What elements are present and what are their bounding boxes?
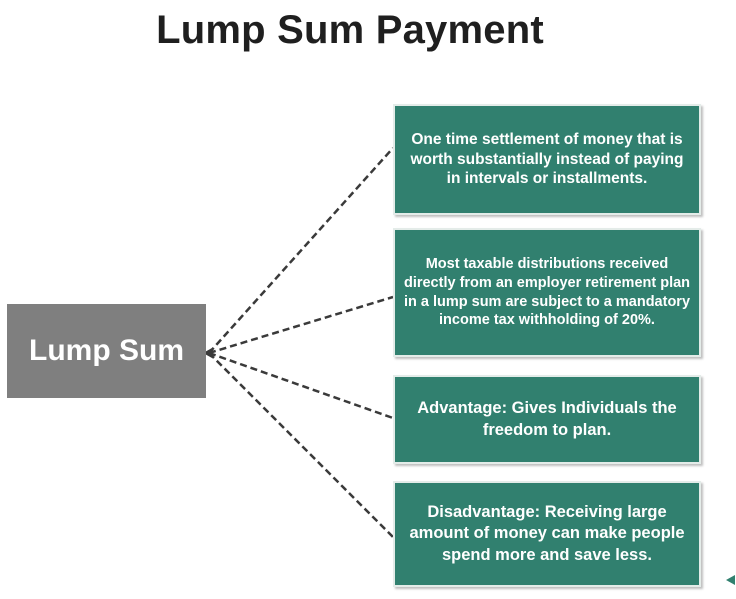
info-box-text: Advantage: Gives Individuals the freedom…	[417, 399, 677, 439]
info-box-text: One time settlement of money that is wor…	[410, 130, 684, 188]
connector-line-3	[208, 351, 394, 420]
connector-line-1	[208, 147, 394, 354]
connector-line-2	[208, 295, 394, 355]
info-box-text: Disadvantage: Receiving large amount of …	[409, 503, 685, 564]
page-title: Lump Sum Payment	[156, 8, 544, 52]
arrow-left-icon	[726, 575, 735, 585]
info-box-text: Most taxable distributions received dire…	[403, 256, 691, 329]
hub-arrow-tip	[203, 348, 212, 358]
info-box-tax-withholding: Most taxable distributions received dire…	[393, 228, 701, 357]
hub-label: Lump Sum	[29, 334, 184, 367]
info-box-disadvantage: Disadvantage: Receiving large amount of …	[393, 481, 701, 587]
hub-node-lump-sum: Lump Sum	[7, 304, 206, 398]
info-box-definition: One time settlement of money that is wor…	[393, 104, 701, 215]
connector-line-4	[208, 352, 394, 538]
info-box-advantage: Advantage: Gives Individuals the freedom…	[393, 375, 701, 464]
